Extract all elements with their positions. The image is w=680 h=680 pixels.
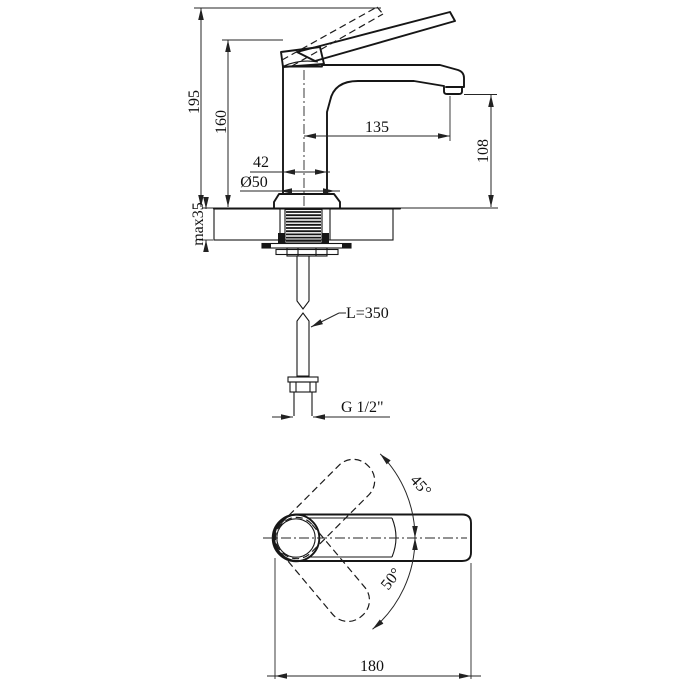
dim-total-height-label: 195 — [186, 90, 203, 114]
supply-hose — [296, 255, 310, 377]
thread-pipe — [293, 392, 313, 416]
clamp-tab-left — [278, 233, 285, 243]
thread-size-label: G 1/2" — [341, 399, 384, 416]
length-dimension: 180 — [267, 558, 481, 679]
hose-length-label: L=350 — [346, 305, 389, 322]
side-view: 195 160 135 108 42 Ø50 max35 — [186, 6, 498, 420]
handle-swing-dimensions: 45° 50° — [372, 453, 435, 630]
countertop-left-section — [213, 208, 281, 241]
countertop — [202, 207, 498, 241]
handle-phantom-down — [274, 516, 371, 623]
spout-plan-outline — [273, 513, 472, 562]
faucet-body — [273, 64, 465, 210]
dim-spout-reach-label: 135 — [365, 119, 389, 136]
handle-phantom-up — [274, 458, 376, 560]
mounting-shank — [278, 208, 329, 244]
hex-nut — [289, 381, 317, 393]
dim-overall-length-label: 180 — [360, 658, 384, 675]
clamp-tab-right — [322, 233, 329, 243]
locknut-assembly — [261, 242, 352, 257]
top-view: 45° 50° 180 — [263, 453, 481, 679]
aerator — [443, 86, 463, 95]
side-view-dimensions: 195 160 135 108 42 Ø50 max35 — [186, 7, 497, 420]
hose-fitting — [287, 376, 319, 416]
handle-plan — [308, 517, 397, 558]
dim-base-diameter-label: Ø50 — [240, 174, 268, 191]
swing-up-angle-label: 45° — [407, 472, 435, 500]
swing-down-angle-label: 50° — [378, 565, 405, 593]
dim-spout-height-label: 108 — [475, 139, 492, 163]
spout-outline — [321, 64, 465, 88]
base-escutcheon — [273, 193, 341, 210]
handle-raised-phantom — [281, 6, 384, 67]
handle-side — [280, 11, 456, 68]
dim-deck-thickness-label: max35 — [190, 202, 207, 246]
dim-body-width-label: 42 — [253, 154, 269, 171]
handle-lever — [296, 11, 456, 62]
countertop-right-section — [329, 208, 394, 241]
dim-body-height-label: 160 — [213, 110, 230, 134]
spout-underside — [326, 80, 445, 195]
